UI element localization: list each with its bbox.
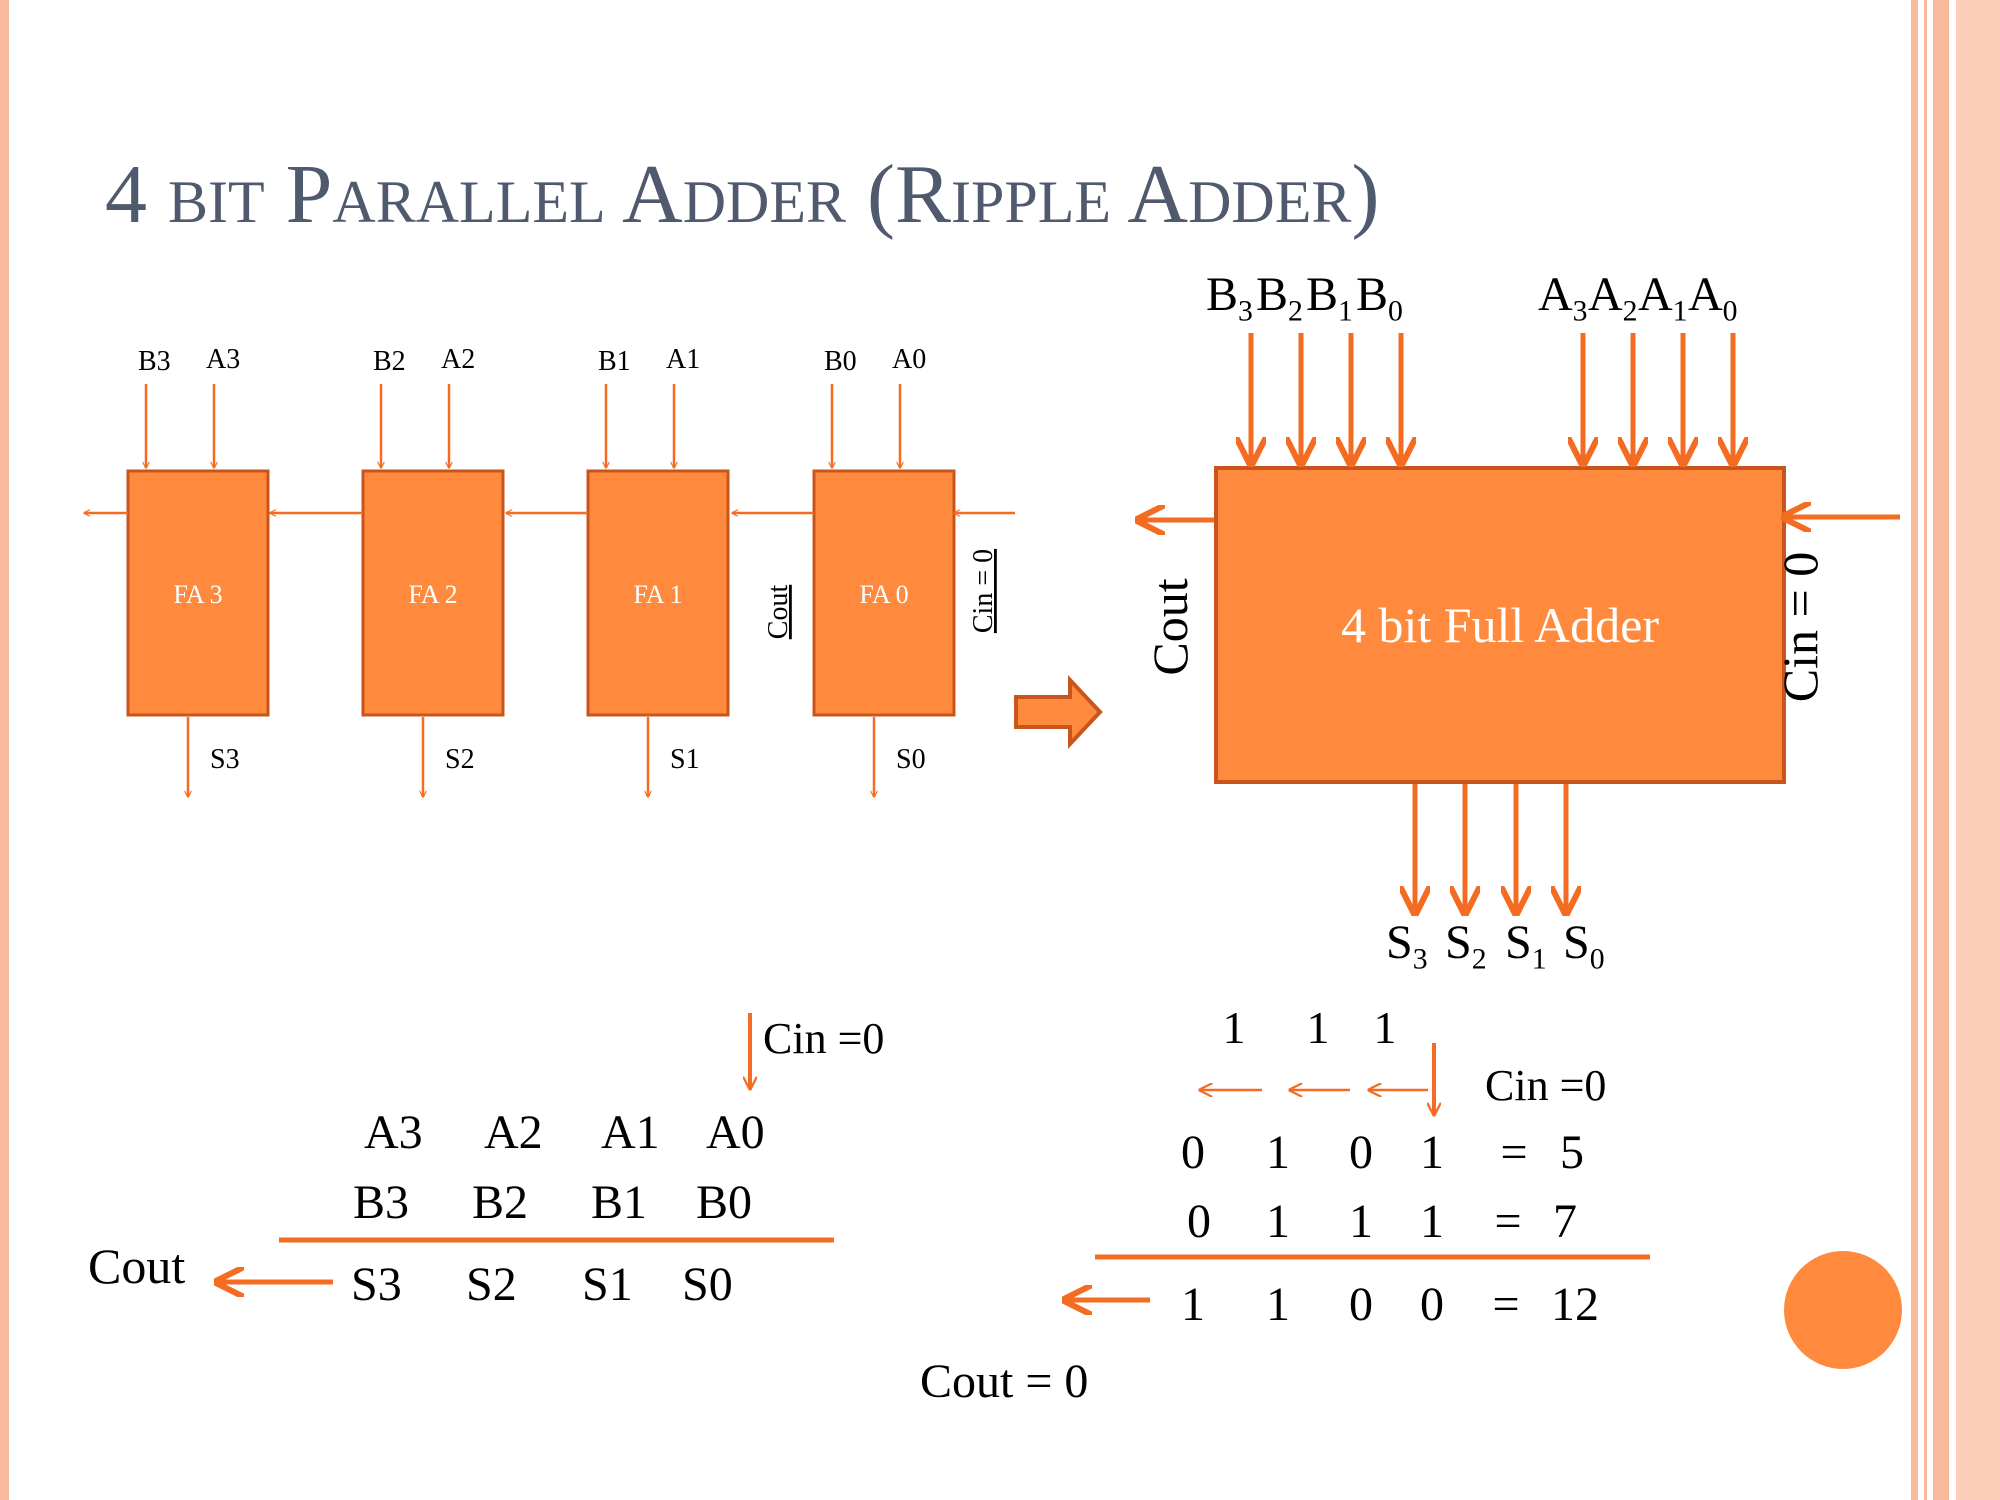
generic-b-term: B1 [591,1176,647,1229]
full-adder-label: FA 3 [173,580,222,609]
generic-sum-term: S3 [351,1258,402,1311]
block-a-input-label: A0 [1688,268,1738,328]
block-b-input-label: B1 [1306,268,1353,328]
sum-output-label: S3 [210,744,240,775]
generic-b-term: B0 [696,1176,752,1229]
sum-output-label: S0 [896,744,926,775]
full-adder-block [586,469,730,717]
four-bit-adder-box [1214,466,1786,784]
four-bit-adder-label: 4 bit Full Adder [1341,597,1659,653]
generic-cin-label: Cin =0 [763,1014,884,1063]
generic-cout-label: Cout [88,1238,185,1294]
example-decimal: 5 [1560,1126,1584,1179]
block-sum-output-label: S2 [1445,916,1487,976]
generic-a-term: A2 [484,1106,543,1159]
block-a-input-label: A2 [1588,268,1638,328]
example-equals: = [1500,1126,1527,1179]
generic-sum-term: S1 [582,1258,633,1311]
a-input-label: A2 [441,344,475,375]
full-adder-block [126,469,270,717]
example-equals: = [1494,1195,1521,1248]
example-bit: 0 [1349,1278,1373,1331]
block-a-input-label: A1 [1638,268,1688,328]
example-carry-digit: 1 [1223,1002,1246,1053]
b-input-label: B3 [138,346,171,377]
example-cout-label: Cout = 0 [920,1355,1088,1408]
example-equals: = [1492,1278,1519,1331]
a-input-label: A1 [666,344,700,375]
block-b-input-label: B2 [1256,268,1303,328]
generic-a-term: A1 [601,1106,660,1159]
b-input-label: B2 [373,346,406,377]
decorative-circle [1784,1251,1902,1369]
example-bit: 1 [1420,1126,1444,1179]
generic-b-term: B2 [472,1176,528,1229]
full-adder-block [361,469,505,717]
a-input-label: A3 [206,344,240,375]
a-input-label: A0 [892,344,926,375]
example-bit: 1 [1266,1278,1290,1331]
example-bit: 0 [1181,1126,1205,1179]
example-bit: 0 [1420,1278,1444,1331]
full-adder-label: FA 1 [633,580,682,609]
sum-output-label: S2 [445,744,475,775]
example-decimal: 7 [1553,1195,1577,1248]
block-cin-label: Cin = 0 [1772,552,1828,702]
generic-sum-term: S0 [682,1258,733,1311]
ripple-cin-label: Cin = 0 [968,549,999,633]
example-bit: 1 [1420,1195,1444,1248]
block-sum-output-label: S0 [1563,916,1605,976]
example-bit: 0 [1349,1126,1373,1179]
generic-sum-term: S2 [466,1258,517,1311]
block-b-input-label: B3 [1206,268,1253,328]
example-cin-label: Cin =0 [1485,1061,1606,1110]
generic-a-term: A0 [706,1106,765,1159]
ripple-cout-label: Cout [763,585,794,640]
full-adder-label: FA 2 [408,580,457,609]
example-bit: 1 [1349,1195,1373,1248]
example-bit: 1 [1266,1195,1290,1248]
example-carry-digit: 1 [1307,1002,1330,1053]
full-adder-label: FA 0 [859,580,908,609]
b-input-label: B0 [824,346,857,377]
generic-a-term: A3 [364,1106,423,1159]
example-bit: 0 [1187,1195,1211,1248]
block-sum-output-label: S3 [1386,916,1428,976]
transform-arrow-icon [1014,674,1103,750]
example-carry-digit: 1 [1374,1002,1397,1053]
sum-output-label: S1 [670,744,700,775]
generic-b-term: B3 [353,1176,409,1229]
block-sum-output-label: S1 [1505,916,1547,976]
b-input-label: B1 [598,346,631,377]
slide-title: 4 BIT PARALLEL ADDER (RIPPLE ADDER) [105,148,1379,241]
full-adder-block [812,469,956,717]
block-b-input-label: B0 [1356,268,1403,328]
example-bit: 1 [1266,1126,1290,1179]
example-decimal: 12 [1551,1278,1599,1331]
block-a-input-label: A3 [1538,268,1588,328]
block-cout-label: Cout [1142,578,1198,675]
example-bit: 1 [1181,1278,1205,1331]
